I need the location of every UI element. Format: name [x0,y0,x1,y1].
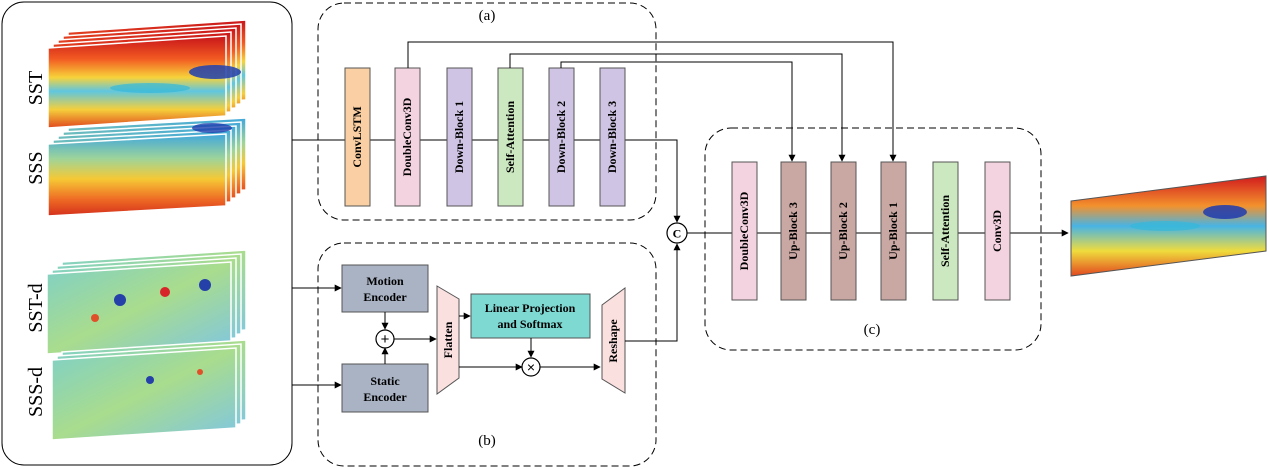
doubleconv3d-encoder-label: DoubleConv3D [400,97,414,176]
self-attention-encoder-label: Self-Attention [503,101,517,173]
flatten-label: Flatten [441,321,455,358]
svg-text:Linear Projection: Linear Projection [485,301,576,315]
sst-d-label: SST-d [25,283,47,332]
decoder-blocks: DoubleConv3D Up-Block 3 Up-Block 2 Up-Bl… [731,161,1011,301]
up-block-3: Up-Block 3 [780,161,807,301]
up-block-1-label: Up-Block 1 [886,202,900,260]
down-block-2-label: Down-Block 2 [554,101,568,173]
self-attention-decoder-label: Self-Attention [938,195,952,267]
svg-text:Motion: Motion [366,274,404,288]
up-block-2-label: Up-Block 2 [836,202,850,260]
sst-heatmap-stack [47,19,247,129]
svg-text:and Softmax: and Softmax [497,317,562,331]
self-attention-encoder-block: Self-Attention [497,67,524,207]
linear-projection-block: Linear Projection and Softmax [470,293,591,339]
flatten-block: Flatten [436,285,460,395]
section-b-label: (b) [478,433,496,449]
down-block-2: Down-Block 2 [548,67,575,207]
svg-text:Encoder: Encoder [363,390,407,404]
up-block-2: Up-Block 2 [830,161,857,301]
convlstm-block: ConvLSTM [344,67,371,207]
multiply-symbol: × [527,359,535,375]
concat-symbol: C [673,227,682,241]
sst-d-heatmap-stack [46,249,247,355]
sss-d-heatmap-stack [51,339,247,441]
down-block-1-label: Down-Block 1 [452,101,466,173]
doubleconv3d-encoder-block: DoubleConv3D [394,67,421,207]
up-block-3-label: Up-Block 3 [786,202,800,260]
skip-connection-2 [509,53,846,162]
section-a-box [317,2,657,221]
sss-label: SSS [25,151,47,184]
section-c-box [704,127,1042,351]
sss-heatmap-stack [47,117,247,217]
doubleconv3d-decoder-block: DoubleConv3D [731,161,758,301]
encoder-blocks: ConvLSTM DoubleConv3D Down-Block 1 Self-… [344,67,626,207]
svg-text:Encoder: Encoder [363,290,407,304]
conv3d-label: Conv3D [990,210,1004,252]
self-attention-decoder-block: Self-Attention [932,161,959,301]
reshape-label: Reshape [606,319,620,363]
skip-connection-3 [560,61,796,162]
section-a-label: (a) [479,8,496,24]
down-block-1: Down-Block 1 [446,67,473,207]
add-node: + [375,329,395,349]
down-block-3-label: Down-Block 3 [605,101,619,173]
sst-label: SST [25,71,47,105]
section-c-label: (c) [864,322,881,338]
convlstm-label: ConvLSTM [350,106,364,167]
doubleconv3d-decoder-label: DoubleConv3D [737,191,751,270]
add-symbol: + [381,331,390,348]
section-b-box [317,242,657,467]
svg-text:Static: Static [370,374,400,388]
concat-node: C [666,222,688,244]
down-block-3: Down-Block 3 [599,67,626,207]
reshape-block: Reshape [601,287,626,394]
motion-encoder-block: Motion Encoder [341,264,429,313]
multiply-node: × [521,357,541,377]
output-heatmap [1070,175,1267,277]
up-block-1: Up-Block 1 [880,161,907,301]
conv3d-block: Conv3D [984,161,1011,301]
static-encoder-block: Static Encoder [341,363,429,413]
skip-connection-1 [407,41,897,162]
sss-d-label: SSS-d [25,367,47,417]
